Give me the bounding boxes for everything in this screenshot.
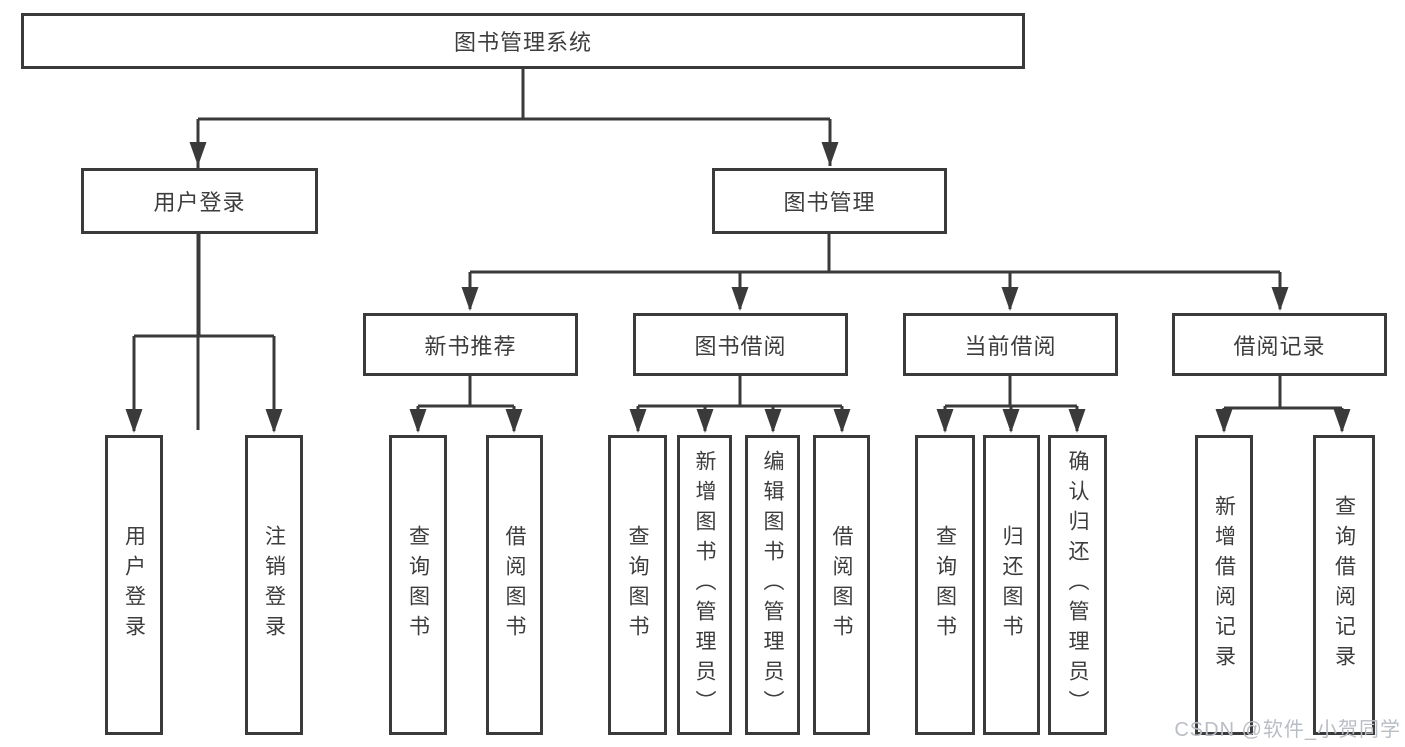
node-new-book-recommend: 新书推荐 — [363, 313, 578, 376]
tree-edges — [132, 69, 1344, 431]
leaf-borrow-books-recommend: 借阅图书 — [486, 435, 543, 735]
node-book-management: 图书管理 — [712, 168, 947, 234]
leaf-borrow-books: 借阅图书 — [813, 435, 870, 735]
node-user-login: 用户登录 — [81, 168, 318, 234]
leaf-query-books-current: 查询图书 — [915, 435, 975, 735]
node-book-borrow: 图书借阅 — [633, 313, 848, 376]
node-current-borrow: 当前借阅 — [903, 313, 1118, 376]
leaf-user-login: 用户登录 — [105, 435, 163, 735]
leaf-logout: 注销登录 — [245, 435, 303, 735]
leaf-confirm-return-admin: 确认归还（管理员） — [1048, 435, 1107, 735]
leaf-edit-books-admin: 编辑图书（管理员） — [745, 435, 800, 735]
node-library-management-system: 图书管理系统 — [21, 13, 1025, 69]
arrowheads — [125, 142, 1351, 433]
leaf-return-books: 归还图书 — [983, 435, 1040, 735]
node-borrow-records: 借阅记录 — [1172, 313, 1387, 376]
leaf-query-books-borrow: 查询图书 — [608, 435, 667, 735]
csdn-watermark: CSDN @软件_小贺同学 — [1174, 719, 1401, 741]
leaf-add-books-admin: 新增图书（管理员） — [677, 435, 732, 735]
leaf-query-borrow-record: 查询借阅记录 — [1313, 435, 1375, 735]
leaf-add-borrow-record: 新增借阅记录 — [1195, 435, 1253, 735]
leaf-query-books-recommend: 查询图书 — [389, 435, 447, 735]
